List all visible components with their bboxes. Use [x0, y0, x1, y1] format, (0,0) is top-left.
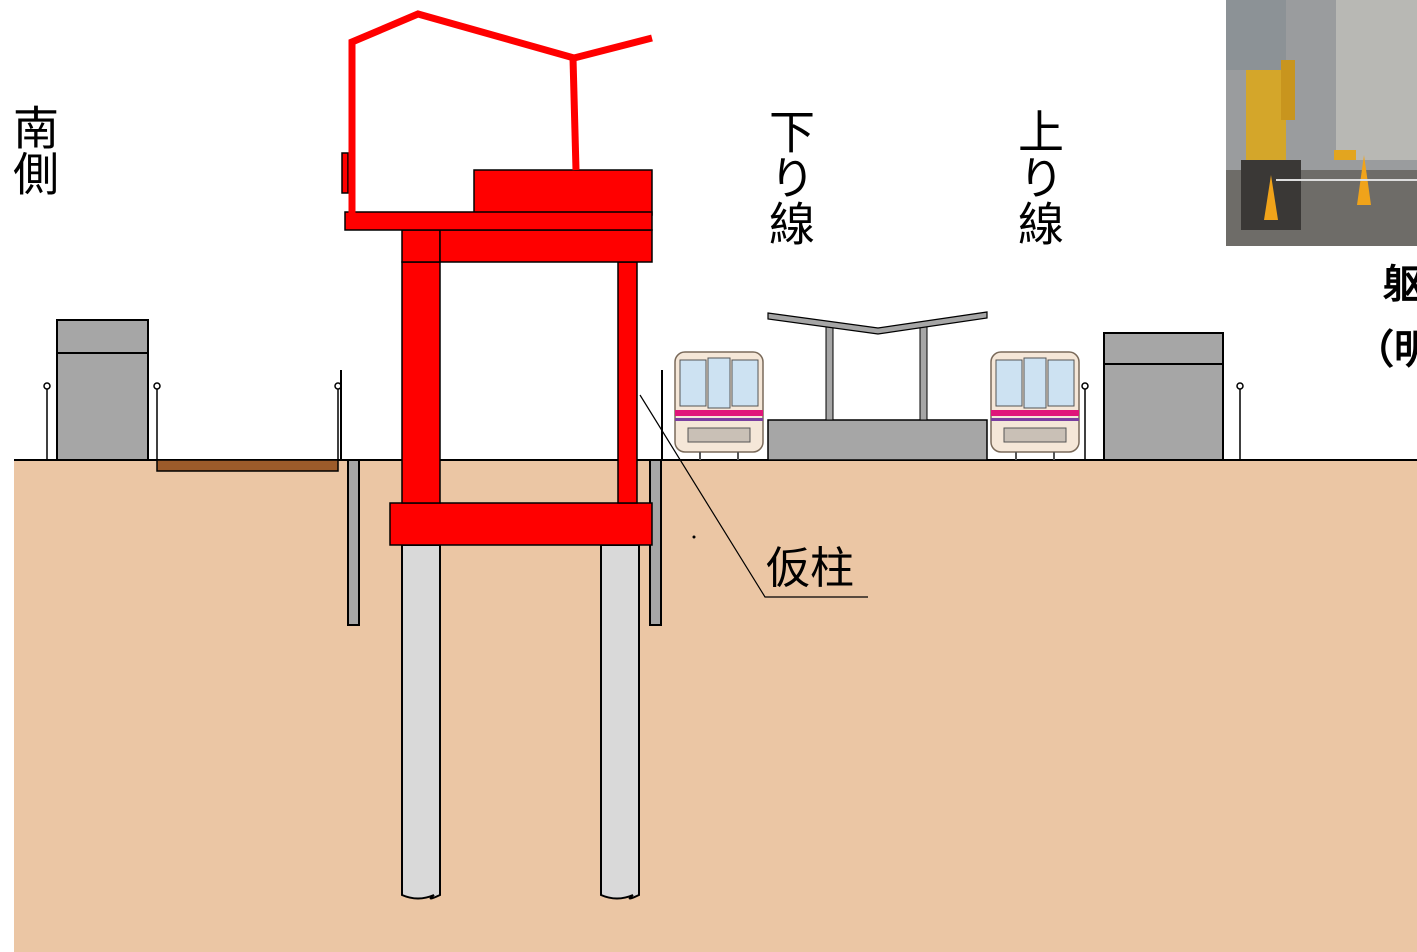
down-line-train [674, 351, 764, 460]
foundation-piles [401, 544, 640, 900]
construction-site-photo [1226, 0, 1417, 246]
down-line-label: 下り線 [762, 108, 816, 246]
wooden-plank [156, 459, 339, 472]
fence-posts [43, 382, 1244, 460]
south-building [56, 319, 149, 461]
up-line-train [990, 351, 1080, 460]
marker-dot [692, 535, 696, 539]
station-platform [767, 311, 988, 461]
photo-image [1226, 0, 1417, 246]
temporary-column-structure [341, 10, 653, 546]
cut-label-2: （明 [1354, 327, 1417, 373]
label-leader [639, 394, 868, 598]
temporary-column-label: 仮柱 [766, 543, 854, 594]
up-line-label: 上り線 [1011, 108, 1065, 246]
ground [14, 460, 1417, 952]
cut-label-1: 躯 [1383, 262, 1417, 308]
south-side-label: 南側 [6, 104, 60, 196]
north-building [1103, 332, 1224, 461]
